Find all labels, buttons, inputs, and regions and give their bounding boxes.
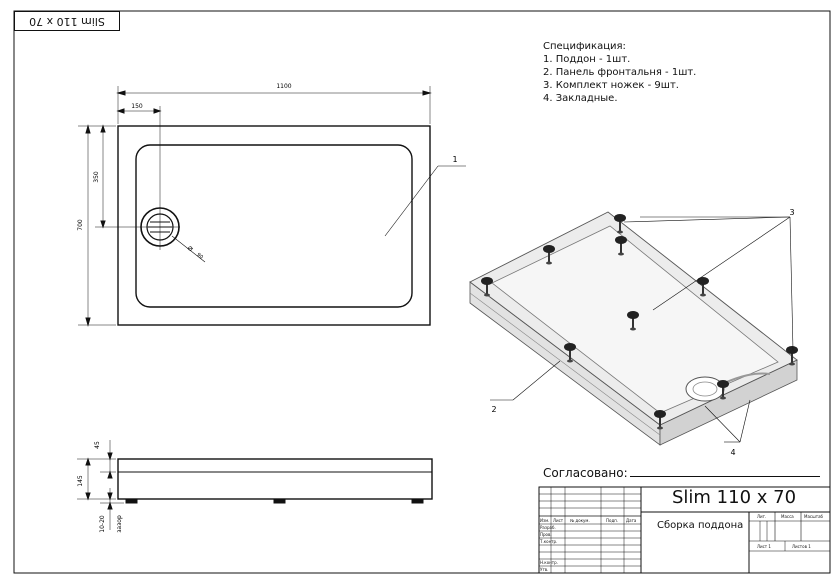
col-date: Дата [626, 518, 637, 523]
row-razrab: Разраб. [540, 525, 556, 530]
rotated-stamp: Slim 110 x 70 [14, 11, 120, 31]
spec-item: 2. Панель фронтальня - 1шт. [543, 67, 697, 78]
col-sign: Подп. [606, 518, 618, 523]
agreed-field: Согласовано: [543, 466, 820, 480]
agreed-signature-line [629, 466, 820, 477]
col-list: Лист [553, 518, 564, 523]
dim-diameter-symbol: ⌀ [186, 243, 196, 253]
col-izm: Изм. [540, 518, 549, 523]
adjustable-leg [786, 346, 798, 366]
adjustable-leg [543, 245, 555, 265]
dim-width-label: 700 [77, 219, 84, 231]
row-nkontr: Н.контр. [540, 560, 558, 565]
spec-heading: Спецификация: [543, 41, 626, 52]
side-view [77, 440, 433, 530]
iso-legs [481, 214, 798, 430]
adjustable-leg [615, 236, 627, 256]
dim-45-label: 45 [94, 441, 101, 449]
tray-outline [117, 125, 431, 326]
sheet-label: Лист 1 [757, 544, 771, 549]
col-doc: № докум. [570, 518, 590, 523]
adjustable-leg [717, 380, 729, 400]
spec-item: 4. Закладные. [543, 93, 618, 104]
masshtab-label: Масштаб [804, 514, 824, 519]
dim-drain-y-label: 350 [93, 171, 100, 183]
specification: Спецификация: 1. Поддон - 1шт. 2. Панель… [543, 40, 696, 105]
title-block-labels: Изм. Лист № докум. Подп. Дата Разраб. Пр… [539, 514, 824, 572]
dim-gap-label: 10-20 [99, 515, 106, 533]
adjustable-leg [481, 277, 493, 297]
callout-3-label: 3 [789, 208, 794, 217]
callout-4-label: 4 [730, 448, 735, 457]
dim-length-label: 1100 [276, 83, 291, 90]
side-foot [125, 498, 138, 504]
side-foot [273, 498, 286, 504]
adjustable-leg [697, 277, 709, 297]
gap-label: зазор [116, 515, 123, 533]
callout-2-label: 2 [491, 405, 496, 414]
adjustable-leg [654, 410, 666, 430]
row-prov: Пров. [540, 532, 552, 537]
dim-drain-diameter-label: 90 [195, 252, 204, 261]
lit-label: Лит. [757, 514, 766, 519]
sheet-frame [13, 10, 831, 574]
rotated-stamp-text: Slim 110 x 70 [29, 15, 105, 28]
massa-label: Масса [781, 514, 794, 519]
agreed-label: Согласовано: [543, 466, 628, 480]
top-view [78, 86, 466, 327]
row-utv: Утв. [540, 567, 548, 572]
row-tkontr: Т.контр. [539, 539, 557, 544]
title-block [538, 486, 831, 574]
callout-1-label: 1 [452, 155, 457, 164]
side-profile [117, 458, 433, 500]
dim-145-label: 145 [77, 475, 84, 487]
adjustable-leg [627, 311, 639, 331]
dim-drain-offset-label: 150 [131, 103, 143, 110]
adjustable-leg [614, 214, 626, 234]
spec-item: 3. Комплект ножек - 9шт. [543, 80, 679, 91]
adjustable-leg [564, 343, 576, 363]
tray-basin [135, 144, 413, 308]
spec-item: 1. Поддон - 1шт. [543, 54, 631, 65]
product-name: Slim 110 x 70 [672, 487, 797, 508]
sheets-label: Листов 1 [792, 544, 811, 549]
drawing-title: Сборка поддона [657, 520, 744, 531]
tray-inner-basin [491, 225, 779, 414]
side-foot [411, 498, 424, 504]
